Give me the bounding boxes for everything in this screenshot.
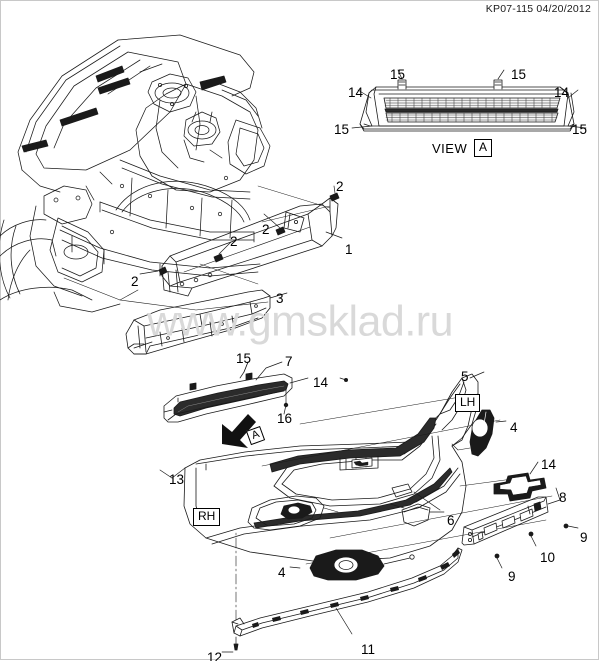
section-arrow-a xyxy=(222,414,256,448)
callout-impact-bar-bolt: 2 xyxy=(262,222,270,237)
part-8-license-bracket xyxy=(461,487,579,569)
document-header-code: KP07-115 04/20/2012 xyxy=(485,3,591,15)
part-12-fastener xyxy=(221,529,239,653)
callout-fog-lamp-bezel-lh: 4 xyxy=(510,420,518,435)
callout-grille-emblem-retainer: 16 xyxy=(277,411,293,426)
callout-grille-clip: 15 xyxy=(572,122,588,137)
callout-license-plate-bracket: 8 xyxy=(559,490,567,505)
view-a-grille-detail xyxy=(351,69,587,132)
part-1-impact-bar xyxy=(139,185,343,297)
marker-left-hand: LH xyxy=(455,394,481,413)
callout-grille-clip: 15 xyxy=(334,122,350,137)
part-3-energy-absorber xyxy=(125,289,288,355)
part-4-fog-bezel-rh xyxy=(289,549,415,581)
grille-clip-markers xyxy=(239,361,348,415)
callout-air-deflector-fastener: 12 xyxy=(207,650,223,661)
callout-upper-grille: 7 xyxy=(285,354,293,369)
callout-grille-clip: 15 xyxy=(390,67,406,82)
callout-license-bracket-screw: 9 xyxy=(580,530,588,545)
part-5-bumper-fascia xyxy=(159,371,553,565)
callout-impact-bar-bolt: 2 xyxy=(230,234,238,249)
part-14-emblem xyxy=(493,461,547,502)
callout-license-bracket-screw: 9 xyxy=(508,569,516,584)
part-7-upper-grille xyxy=(163,361,309,423)
callout-grille-retainer: 14 xyxy=(348,85,364,100)
part-6-tow-cover xyxy=(389,503,445,527)
view-a-letter-box: A xyxy=(474,139,493,158)
part-4-fog-bezel-lh xyxy=(451,409,507,457)
callout-front-bumper-fascia: 5 xyxy=(461,369,469,384)
callout-grille-retainer: 14 xyxy=(554,85,570,100)
callout-grille-clip: 15 xyxy=(236,351,252,366)
callout-impact-bar-bolt: 2 xyxy=(336,179,344,194)
view-a-label: VIEW xyxy=(432,141,468,156)
callout-license-bracket-nut: 10 xyxy=(540,550,556,565)
callout-impact-bar-bolt: 2 xyxy=(131,274,139,289)
callout-grille-retainer: 14 xyxy=(313,375,329,390)
callout-fascia-trim-edge: 13 xyxy=(169,472,185,487)
callout-emblem-bowtie: 14 xyxy=(541,457,557,472)
callout-tow-eye-access-cover: 6 xyxy=(447,513,455,528)
front-body-structure xyxy=(0,34,331,313)
callout-fog-lamp-bezel-rh: 4 xyxy=(278,565,286,580)
callout-lower-air-deflector: 11 xyxy=(361,642,376,657)
callout-grille-clip: 15 xyxy=(511,67,527,82)
marker-right-hand: RH xyxy=(193,508,221,527)
callout-front-bumper-impact-bar: 1 xyxy=(345,242,353,257)
callout-energy-absorber: 3 xyxy=(276,291,284,306)
